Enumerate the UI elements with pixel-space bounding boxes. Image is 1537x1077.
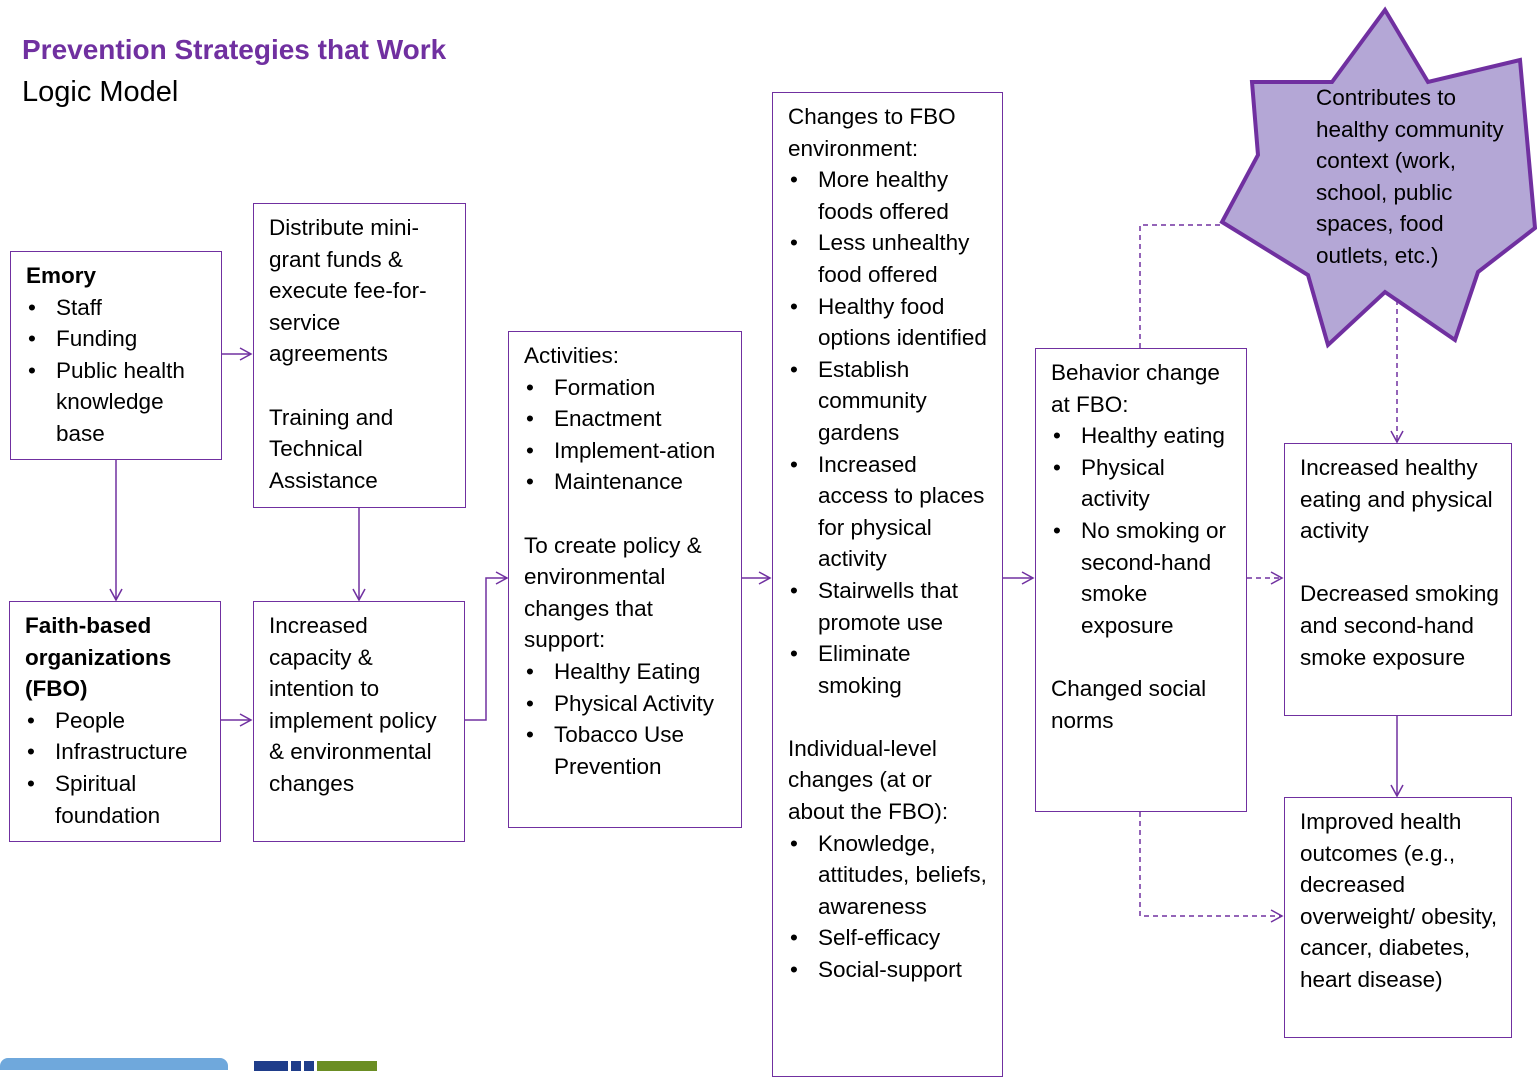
footer-logo-mark <box>254 1058 404 1071</box>
list-item: No smoking or second-hand smoke exposure <box>1051 515 1236 641</box>
increased-text: Increased healthy eating and physical ac… <box>1300 455 1493 544</box>
list-item: Infrastructure <box>25 736 210 768</box>
improved-text: Improved health outcomes (e.g., decrease… <box>1300 809 1498 992</box>
dashed-behavior-to-improved <box>1139 812 1284 923</box>
individual-heading: Individual-level changes (at or about th… <box>788 735 949 825</box>
list-item: Eliminate smoking <box>788 638 992 701</box>
changes-heading: Changes to FBO environment: <box>788 104 956 161</box>
list-item: Establish community gardens <box>788 354 992 449</box>
changes-list: More healthy foods offered Less unhealth… <box>788 164 992 701</box>
list-item: Physical Activity <box>524 688 731 720</box>
list-item: Staff <box>26 292 211 324</box>
activities-subheading: To create policy & environmental changes… <box>524 532 702 653</box>
activities-support-list: Healthy Eating Physical Activity Tobacco… <box>524 656 731 782</box>
list-item: Increased access to places for physical … <box>788 449 992 575</box>
increased-box: Increased healthy eating and physical ac… <box>1284 443 1512 716</box>
emory-list: Staff Funding Public health knowledge ba… <box>26 292 211 450</box>
list-item: People <box>25 705 210 737</box>
fbo-list: People Infrastructure Spiritual foundati… <box>25 705 210 831</box>
list-item: Tobacco Use Prevention <box>524 719 731 782</box>
list-item: Implement-ation <box>524 435 731 467</box>
list-item: Healthy Eating <box>524 656 731 688</box>
decreased-text: Decreased smoking and second-hand smoke … <box>1300 581 1499 670</box>
improved-box: Improved health outcomes (e.g., decrease… <box>1284 797 1512 1038</box>
list-item: Less unhealthy food offered <box>788 227 992 290</box>
list-item: Healthy eating <box>1051 420 1236 452</box>
page-subtitle: Logic Model <box>22 76 179 108</box>
activities-box: Activities: Formation Enactment Implemen… <box>508 331 742 828</box>
fbo-box: Faith-based organizations (FBO) People I… <box>9 601 221 842</box>
list-item: Enactment <box>524 403 731 435</box>
dashed-behavior-to-star <box>1139 224 1220 348</box>
list-item: Public health knowledge base <box>26 355 211 450</box>
star-shape <box>1219 6 1537 349</box>
behavior-list: Healthy eating Physical activity No smok… <box>1051 420 1236 641</box>
behavior-heading: Behavior change at FBO: <box>1051 360 1220 417</box>
emory-box: Emory Staff Funding Public health knowle… <box>10 251 222 460</box>
fbo-heading: Faith-based organizations (FBO) <box>25 613 172 702</box>
footer-logo-bar <box>0 1058 228 1070</box>
list-item: Funding <box>26 323 211 355</box>
individual-list: Knowledge, attitudes, beliefs, awareness… <box>788 828 992 986</box>
changes-box: Changes to FBO environment: More healthy… <box>772 92 1003 1077</box>
arrow-capacity-to-activities <box>465 571 509 721</box>
social-norms-text: Changed social norms <box>1051 675 1207 733</box>
activities-list: Formation Enactment Implement-ation Main… <box>524 372 731 498</box>
list-item: Formation <box>524 372 731 404</box>
list-item: Physical activity <box>1051 452 1236 515</box>
list-item: Stairwells that promote use <box>788 575 992 638</box>
activities-heading: Activities: <box>524 343 620 368</box>
list-item: Social-support <box>788 954 992 986</box>
list-item: Spiritual foundation <box>25 768 210 831</box>
star-label: Contributes to healthy community context… <box>1316 85 1504 268</box>
capacity-box: Increased capacity & intention to implem… <box>253 601 465 842</box>
list-item: Self-efficacy <box>788 922 992 954</box>
emory-heading: Emory <box>26 263 97 288</box>
capacity-text: Increased capacity & intention to implem… <box>269 613 437 796</box>
list-item: More healthy foods offered <box>788 164 992 227</box>
distribute-box: Distribute mini-grant funds & execute fe… <box>253 203 466 508</box>
training-text: Training and Technical Assistance <box>269 404 394 493</box>
distribute-text: Distribute mini-grant funds & execute fe… <box>269 215 427 367</box>
list-item: Knowledge, attitudes, beliefs, awareness <box>788 828 992 923</box>
list-item: Healthy food options identified <box>788 291 992 354</box>
page-title: Prevention Strategies that Work <box>22 34 447 65</box>
list-item: Maintenance <box>524 466 731 498</box>
behavior-box: Behavior change at FBO: Healthy eating P… <box>1035 348 1247 812</box>
